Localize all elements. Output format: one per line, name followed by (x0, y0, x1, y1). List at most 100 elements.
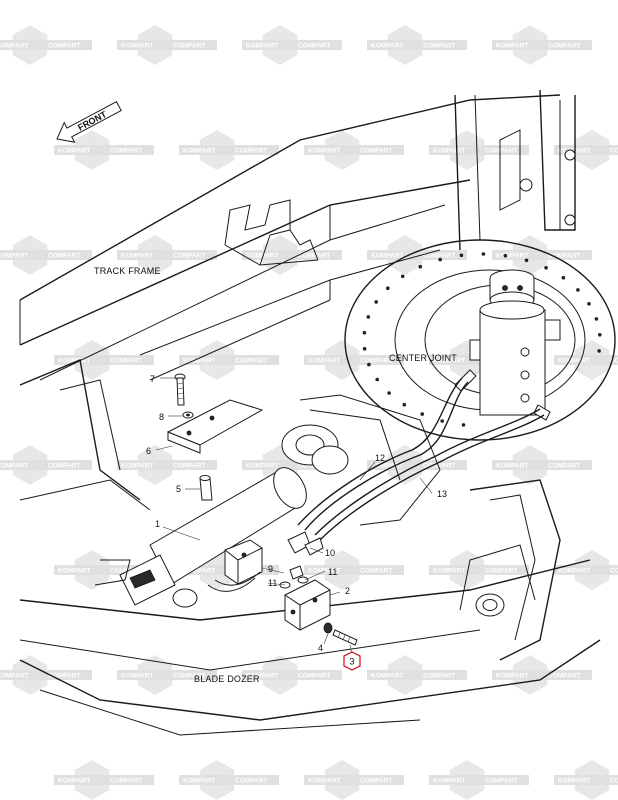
callout-10[interactable]: 10 (325, 548, 335, 558)
bolt-hole (420, 412, 425, 416)
callout-11-right[interactable]: 11 (328, 567, 337, 577)
svg-text:COMPART: COMPART (360, 148, 392, 155)
svg-text:KOMPART: KOMPART (0, 43, 28, 50)
svg-text:COMPART: COMPART (548, 43, 580, 50)
bolt-hole (440, 419, 445, 423)
callout-9[interactable]: 9 (268, 564, 273, 574)
bolt-hole (367, 362, 371, 367)
svg-text:KOMPART: KOMPART (0, 253, 28, 260)
svg-text:KOMPART: KOMPART (58, 148, 90, 155)
svg-text:COMPART: COMPART (610, 778, 618, 785)
svg-text:COMPART: COMPART (110, 568, 142, 575)
callout-13[interactable]: 13 (437, 489, 447, 499)
svg-text:COMPART: COMPART (298, 673, 330, 680)
bolt-hole (374, 300, 379, 304)
callout-5[interactable]: 5 (176, 484, 181, 494)
callout-1[interactable]: 1 (155, 519, 160, 529)
svg-text:COMPART: COMPART (423, 463, 455, 470)
bolt-hole (576, 288, 580, 292)
svg-text:KOMPART: KOMPART (0, 673, 28, 680)
svg-text:COMPART: COMPART (360, 358, 392, 365)
svg-text:KOMPART: KOMPART (183, 358, 215, 365)
watermark-logo: KOMPART COMPART (179, 130, 279, 170)
track-frame (19, 89, 576, 511)
svg-text:COMPART: COMPART (548, 673, 580, 680)
track-frame-label: TRACK FRAME (94, 266, 161, 276)
bolt-hole (402, 402, 407, 407)
callout-12[interactable]: 12 (375, 453, 385, 463)
svg-text:KOMPART: KOMPART (433, 358, 465, 365)
callout-7[interactable]: 7 (150, 374, 155, 384)
svg-text:COMPART: COMPART (48, 253, 80, 260)
watermark-logo: KOMPART COMPART (554, 550, 618, 590)
bolt-hole (598, 333, 602, 337)
svg-text:COMPART: COMPART (235, 358, 267, 365)
callout-3-highlight[interactable]: 3 (343, 651, 361, 671)
fittings (207, 531, 324, 592)
svg-text:COMPART: COMPART (360, 778, 392, 785)
callout-6[interactable]: 6 (146, 446, 151, 456)
svg-text:KOMPART: KOMPART (558, 568, 590, 575)
callout-4[interactable]: 4 (318, 643, 323, 653)
svg-text:COMPART: COMPART (360, 568, 392, 575)
bolt-hole (362, 330, 367, 335)
bolt-3 (332, 629, 358, 646)
bolt-hole (366, 315, 371, 319)
callout-2[interactable]: 2 (345, 586, 350, 596)
block-1 (224, 539, 263, 585)
svg-text:COMPART: COMPART (48, 673, 80, 680)
svg-text:KOMPART: KOMPART (183, 568, 215, 575)
callout-3[interactable]: 3 (350, 657, 355, 667)
svg-text:KOMPART: KOMPART (308, 778, 340, 785)
bolt-hole (594, 317, 599, 321)
center-joint (454, 269, 561, 421)
svg-text:COMPART: COMPART (173, 673, 205, 680)
svg-text:KOMPART: KOMPART (496, 43, 528, 50)
svg-text:COMPART: COMPART (110, 358, 142, 365)
svg-text:KOMPART: KOMPART (183, 148, 215, 155)
bolt-ring (362, 252, 602, 427)
bolt-hole (587, 302, 591, 306)
svg-text:COMPART: COMPART (610, 358, 618, 365)
bolt-hole (438, 257, 443, 262)
callout-11-left[interactable]: 11 (268, 578, 277, 588)
callout-8[interactable]: 8 (159, 412, 164, 422)
leader-lines (155, 377, 433, 656)
svg-text:KOMPART: KOMPART (433, 568, 465, 575)
svg-text:KOMPART: KOMPART (246, 43, 278, 50)
front-label: FRONT (76, 109, 109, 133)
bolt-hole (418, 264, 423, 269)
svg-text:KOMPART: KOMPART (121, 253, 153, 260)
svg-text:COMPART: COMPART (235, 148, 267, 155)
bolt-hole (459, 253, 464, 258)
hose-13 (314, 408, 545, 541)
svg-text:COMPART: COMPART (610, 568, 618, 575)
svg-text:KOMPART: KOMPART (433, 778, 465, 785)
svg-text:KOMPART: KOMPART (308, 568, 340, 575)
watermark-logo: KOMPART COMPART (554, 340, 618, 380)
bolt-hole (386, 286, 390, 291)
spacer-5 (199, 475, 213, 501)
svg-text:KOMPART: KOMPART (558, 358, 590, 365)
bolt-hole (524, 258, 529, 263)
svg-text:COMPART: COMPART (235, 778, 267, 785)
center-joint-label: CENTER JOINT (389, 353, 457, 363)
watermark-logo: KOMPART COMPART (304, 760, 404, 800)
svg-text:KOMPART: KOMPART (371, 463, 403, 470)
svg-text:KOMPART: KOMPART (433, 148, 465, 155)
blade-dozer-label: BLADE DOZER (194, 674, 260, 684)
svg-text:COMPART: COMPART (110, 148, 142, 155)
highlight-hexagon (343, 651, 361, 671)
watermark-logo: KOMPART COMPART (492, 25, 592, 65)
